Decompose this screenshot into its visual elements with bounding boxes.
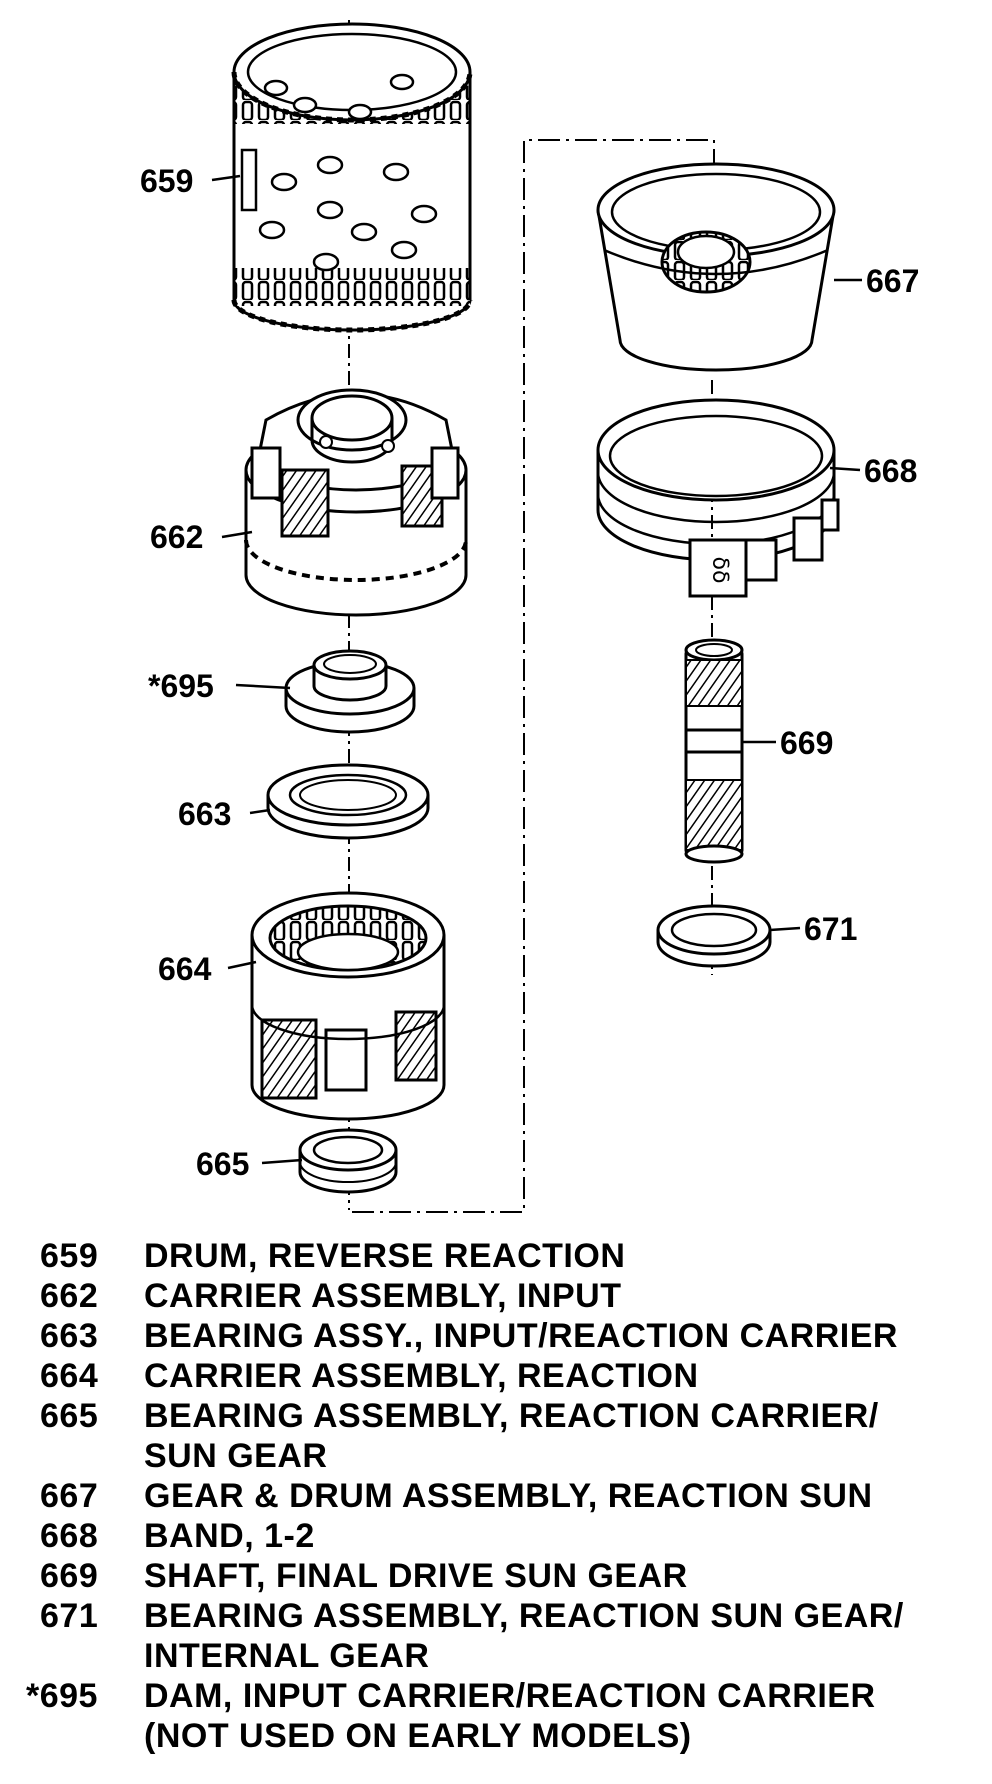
part-695-dam (284, 649, 416, 734)
legend-part-description: GEAR & DRUM ASSEMBLY, REACTION SUN (144, 1477, 873, 1515)
legend-row: *695 DAM, INPUT CARRIER/REACTION CARRIER … (26, 1676, 976, 1756)
legend-part-description: DAM, INPUT CARRIER/REACTION CARRIER (NOT… (144, 1677, 876, 1755)
legend-part-description: CARRIER ASSEMBLY, INPUT (144, 1277, 622, 1315)
legend-row: 668 BAND, 1-2 (26, 1516, 976, 1556)
legend-part-description: BEARING ASSEMBLY, REACTION CARRIER/ SUN … (144, 1397, 879, 1475)
legend-part-number: 665 (40, 1397, 99, 1435)
legend-row: 664 CARRIER ASSEMBLY, REACTION (26, 1356, 976, 1396)
callout-695: *695 (148, 668, 214, 704)
legend-row: 665 BEARING ASSEMBLY, REACTION CARRIER/ S… (26, 1396, 976, 1476)
callout-669: 669 (780, 725, 833, 761)
legend-part-number: 668 (40, 1517, 99, 1555)
callout-662: 662 (150, 519, 203, 555)
legend-row: 667 GEAR & DRUM ASSEMBLY, REACTION SUN (26, 1476, 976, 1516)
legend-row: 659 DRUM, REVERSE REACTION (26, 1236, 976, 1276)
legend-row: 669 SHAFT, FINAL DRIVE SUN GEAR (26, 1556, 976, 1596)
legend-part-description: CARRIER ASSEMBLY, REACTION (144, 1357, 699, 1395)
legend-part-number: 667 (40, 1477, 99, 1515)
legend-part-number: 659 (40, 1237, 99, 1275)
part-671-bearing (656, 904, 772, 968)
legend-part-number: *695 (26, 1677, 98, 1715)
legend-part-number: 664 (40, 1357, 99, 1395)
callout-668: 668 (864, 453, 917, 489)
callout-671: 671 (804, 911, 857, 947)
legend-row: 662 CARRIER ASSEMBLY, INPUT (26, 1276, 976, 1316)
connector-line (352, 139, 715, 1213)
legend-part-description: BAND, 1-2 (144, 1517, 315, 1555)
part-668-band: ƍƍ (596, 398, 840, 598)
part-664-reaction-carrier (250, 891, 446, 1121)
leader-lines (211, 174, 862, 1165)
part-665-bearing (298, 1128, 398, 1194)
callout-664: 664 (158, 951, 212, 987)
svg-text:ƍƍ: ƍƍ (706, 557, 731, 584)
legend-row: 663 BEARING ASSY., INPUT/REACTION CARRIER (26, 1316, 976, 1356)
part-663-bearing (266, 763, 430, 840)
part-662-input-carrier (244, 388, 468, 617)
part-659-drum (231, 22, 473, 333)
callout-663: 663 (178, 796, 231, 832)
legend-part-description: SHAFT, FINAL DRIVE SUN GEAR (144, 1557, 688, 1595)
legend-part-number: 669 (40, 1557, 99, 1595)
legend-part-description: BEARING ASSEMBLY, REACTION SUN GEAR/ INT… (144, 1597, 904, 1675)
callout-659: 659 (140, 163, 193, 199)
legend-row: 671 BEARING ASSEMBLY, REACTION SUN GEAR/ … (26, 1596, 976, 1676)
callout-665: 665 (196, 1146, 249, 1182)
legend-part-number: 662 (40, 1277, 99, 1315)
callout-667: 667 (866, 263, 919, 299)
part-669-shaft (684, 638, 744, 864)
legend-part-number: 671 (40, 1597, 99, 1635)
legend-part-description: DRUM, REVERSE REACTION (144, 1237, 626, 1275)
part-667-gear-drum (596, 162, 836, 372)
legend-part-number: 663 (40, 1317, 99, 1355)
legend-part-description: BEARING ASSY., INPUT/REACTION CARRIER (144, 1317, 898, 1355)
